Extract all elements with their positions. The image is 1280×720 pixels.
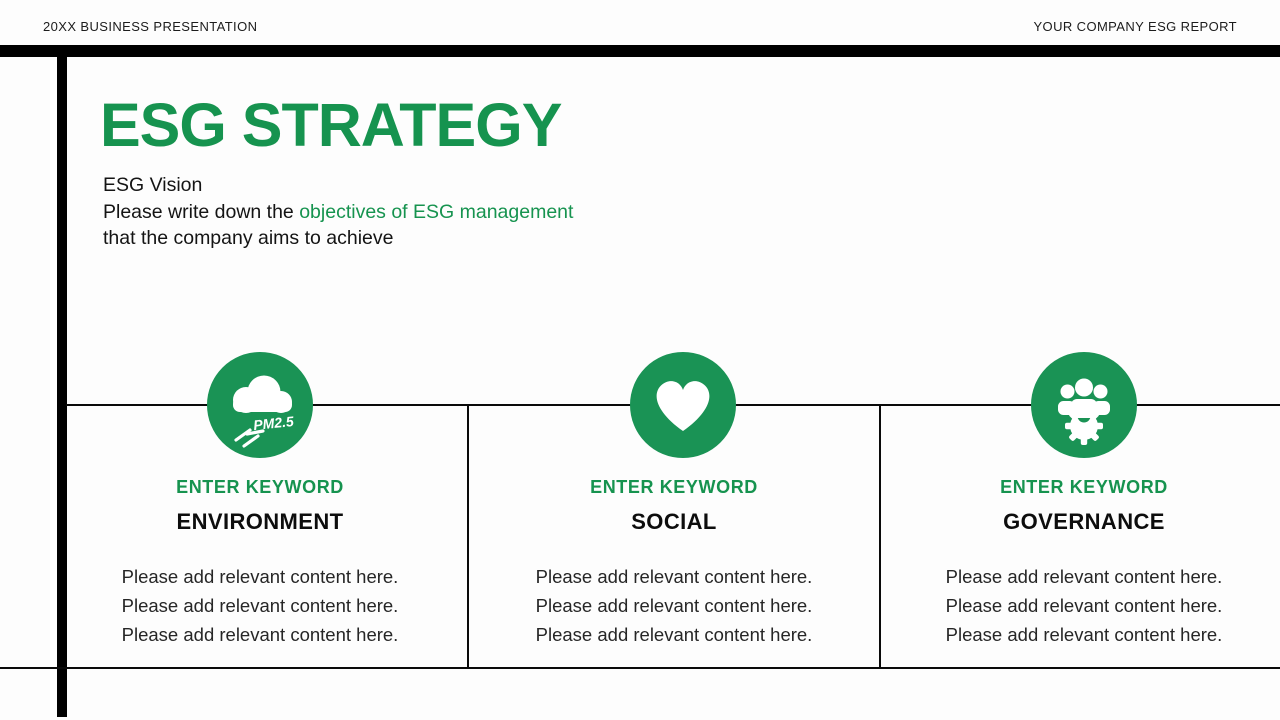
content-placeholder-line: Please add relevant content here. xyxy=(535,566,813,587)
content-placeholder-line: Please add relevant content here. xyxy=(121,624,399,645)
vision-highlight: objectives of ESG management xyxy=(299,200,574,223)
content-placeholder-line: Please add relevant content here. xyxy=(535,595,813,616)
header-left-label: 20XX BUSINESS PRESENTATION xyxy=(43,19,258,34)
column-title: GOVERNANCE xyxy=(1003,509,1165,534)
top-black-bar xyxy=(0,45,1280,57)
vision-line-3: that the company aims to achieve xyxy=(103,227,394,249)
content-placeholder-line: Please add relevant content here. xyxy=(535,624,813,645)
keyword-placeholder: ENTER KEYWORD xyxy=(176,477,344,497)
grid-horizontal-divider-bottom xyxy=(0,667,1280,669)
column-title: ENVIRONMENT xyxy=(176,509,344,534)
vision-line-2: Please write down the objectives of ESG … xyxy=(103,200,574,223)
cloud-pm25-icon: PM2.5 xyxy=(207,352,313,458)
header-right-label: YOUR COMPANY ESG REPORT xyxy=(1033,19,1237,34)
content-placeholder-line: Please add relevant content here. xyxy=(945,566,1223,587)
grid-vertical-divider-2 xyxy=(879,405,881,668)
keyword-placeholder: ENTER KEYWORD xyxy=(590,477,758,497)
keyword-placeholder: ENTER KEYWORD xyxy=(1000,477,1168,497)
column-title: SOCIAL xyxy=(631,509,717,534)
content-placeholder-line: Please add relevant content here. xyxy=(121,595,399,616)
column-environment: ENTER KEYWORD ENVIRONMENT Please add rel… xyxy=(60,477,460,649)
heart-icon xyxy=(630,352,736,458)
pm25-label: PM2.5 xyxy=(253,413,295,433)
column-governance: ENTER KEYWORD GOVERNANCE Please add rele… xyxy=(884,477,1280,649)
content-placeholder-line: Please add relevant content here. xyxy=(945,595,1223,616)
content-placeholder-line: Please add relevant content here. xyxy=(121,566,399,587)
people-gear-icon xyxy=(1031,352,1137,458)
vision-text: ESG Vision Please write down the objecti… xyxy=(103,172,573,252)
vision-line-1: ESG Vision xyxy=(103,174,203,196)
grid-vertical-divider-1 xyxy=(467,405,469,668)
content-placeholder-line: Please add relevant content here. xyxy=(945,624,1223,645)
column-social: ENTER KEYWORD SOCIAL Please add relevant… xyxy=(474,477,874,649)
page-title: ESG STRATEGY xyxy=(100,91,562,159)
left-black-bar xyxy=(57,57,67,717)
